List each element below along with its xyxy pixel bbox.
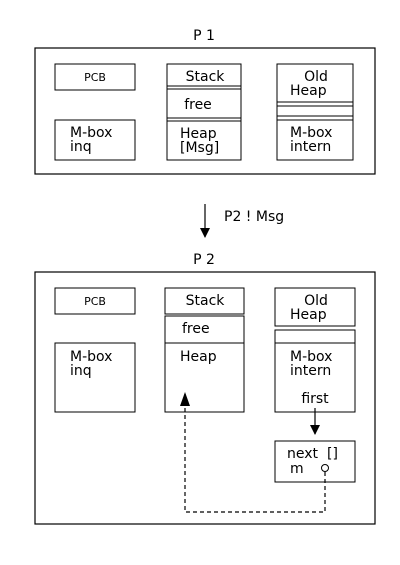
p1-title: P 1 bbox=[193, 28, 215, 44]
p1-heap-msg-label: [Msg] bbox=[180, 140, 219, 156]
p2-old-heap-column: Old Heap M-box intern first bbox=[274, 287, 356, 413]
heap-arrowhead bbox=[180, 392, 190, 406]
p1-mbox-intern-line2: intern bbox=[290, 139, 331, 155]
send-message-arrow: P2 ! Msg bbox=[200, 204, 284, 238]
p2-stack-block: Stack bbox=[164, 287, 245, 315]
p1-process-box bbox=[34, 47, 376, 175]
p1-pcb-block: PCB bbox=[54, 63, 136, 91]
p1-mbox-inq-block: M-box inq bbox=[54, 119, 136, 161]
p1-mbox-intern-line1: M-box bbox=[290, 125, 332, 141]
p2-heap-label: Heap bbox=[180, 349, 217, 365]
msg-next-label: next bbox=[287, 446, 319, 462]
p2-mbox-intern-line2: intern bbox=[290, 363, 331, 379]
p2-message-cell: next [] m bbox=[274, 440, 356, 483]
p2-process-box bbox=[34, 271, 376, 525]
p1-pcb-label: PCB bbox=[84, 71, 106, 84]
p1-old-heap-column: Old Heap M-box intern bbox=[276, 63, 354, 161]
p2-mbox-intern-line1: M-box bbox=[290, 349, 332, 365]
p2-stack-label: Stack bbox=[186, 293, 226, 309]
p1-stack-heap-column: Stack free Heap [Msg] bbox=[166, 63, 242, 161]
p2-first-label: first bbox=[301, 391, 329, 407]
msg-m-pointer-dot bbox=[321, 464, 329, 472]
p2-old-heap-label: Heap bbox=[290, 307, 327, 323]
msg-brackets-label: [] bbox=[327, 446, 338, 462]
p2-title: P 2 bbox=[193, 252, 215, 268]
process-p2: P 2 PCB M-box inq Stack free Heap Ol bbox=[34, 252, 376, 525]
send-label: P2 ! Msg bbox=[224, 209, 284, 225]
p2-pcb-block: PCB bbox=[54, 287, 136, 315]
p2-old-label: Old bbox=[304, 293, 328, 309]
p2-mbox-inq-line2: inq bbox=[70, 363, 92, 379]
p2-mbox-inq-block: M-box inq bbox=[54, 342, 136, 413]
msg-m-label: m bbox=[290, 461, 304, 477]
p2-free-heap-column: free Heap bbox=[164, 315, 245, 413]
p1-free-label: free bbox=[184, 97, 212, 113]
p1-mbox-inq-line2: inq bbox=[70, 139, 92, 155]
p2-pcb-label: PCB bbox=[84, 295, 106, 308]
p1-stack-label: Stack bbox=[186, 69, 226, 85]
p1-old-label: Old bbox=[304, 69, 328, 85]
p1-heap-label: Heap bbox=[180, 126, 217, 142]
p2-mbox-inq-line1: M-box bbox=[70, 349, 112, 365]
p2-free-label: free bbox=[182, 321, 210, 337]
p1-mbox-inq-line1: M-box bbox=[70, 125, 112, 141]
process-p1: P 1 PCB M-box inq Stack free Heap [Msg] bbox=[34, 28, 376, 175]
m-to-heap-dashed-arrow bbox=[184, 394, 326, 513]
p1-old-heap-label: Heap bbox=[290, 83, 327, 99]
